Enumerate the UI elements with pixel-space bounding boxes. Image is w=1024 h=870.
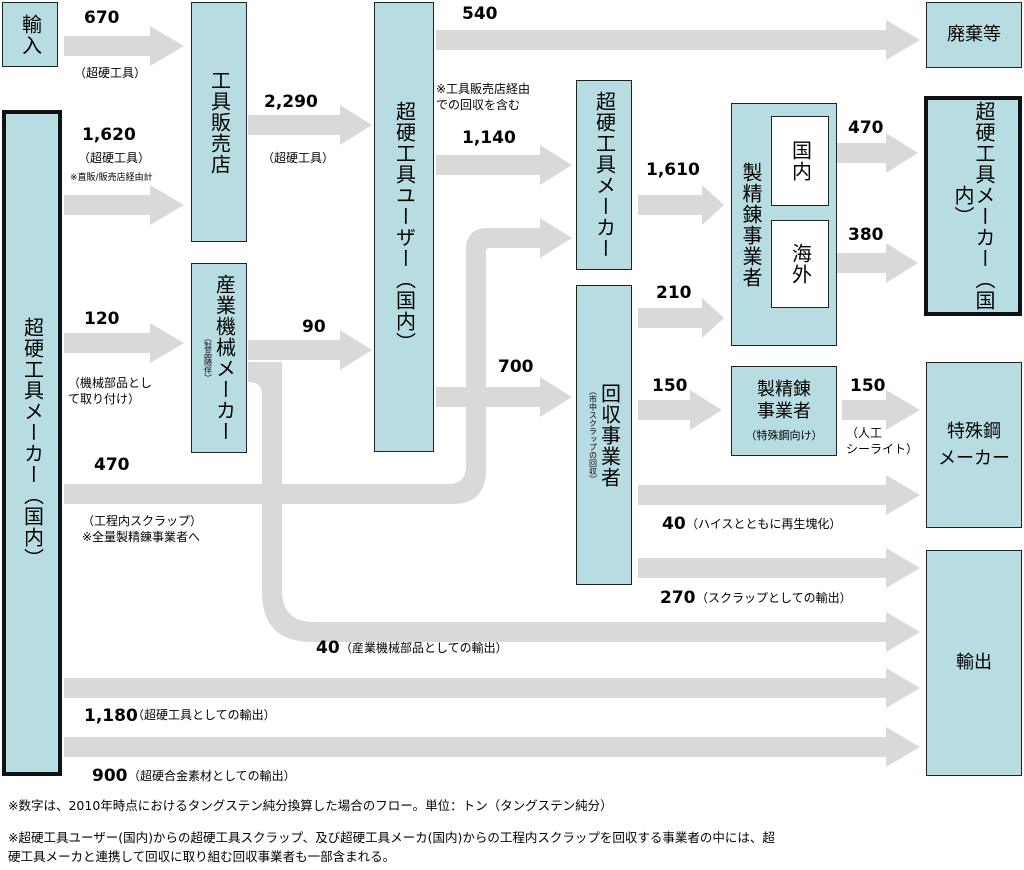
node-tool-retailer-label: 工具販売店 (207, 69, 232, 175)
flow-value-user-toolmaker: 1,140 (462, 128, 516, 148)
flow-value-retailer-user: 2,290 (264, 92, 318, 112)
node-refiner-special-sub: （特殊鋼向け） (745, 428, 823, 442)
flow-note-special-steel: （人工 シーライト） (846, 426, 919, 456)
node-refiner-overseas-label: 海外 (788, 243, 813, 285)
node-manufacturer-domestic: 超硬工具メーカー（国内） (2, 110, 62, 776)
arrow-machinery-to-user (248, 330, 372, 370)
flow-value-refiner-domestic: 470 (848, 118, 884, 138)
flow-value-tool-export: 1,180 (84, 706, 138, 726)
node-disposal: 廃棄等 (926, 2, 1022, 68)
arrow-retailer-to-user (248, 105, 372, 145)
node-special-steel-label: 特殊鋼 メーカー (938, 421, 1010, 469)
flow-value-refiner-overseas: 380 (848, 225, 884, 245)
footnote-recovery-2: 硬工具メーカと連携して回収に取り組む回収事業者も一部含まれる。 (8, 849, 396, 864)
arrow-toolmaker-to-refiner (638, 185, 724, 225)
node-tool-maker-recycle-label: 超硬工具メーカー (592, 91, 617, 259)
arrow-user-to-recovery (436, 377, 572, 417)
arrow-refiner-domestic-out (830, 133, 918, 173)
node-refiner-overseas: 海外 (771, 220, 829, 308)
node-industrial-machinery-maker: 産業機械メーカー （製品随伴） (191, 263, 247, 453)
arrow-refiner-overseas-out (830, 243, 918, 283)
arrow-maker-to-machinery (64, 323, 184, 363)
node-export: 輸出 (926, 550, 1022, 776)
node-maker-final: 超硬工具メーカー（国内） (924, 96, 1022, 316)
node-import-label: 輸入 (18, 13, 43, 56)
flow-note-import: （超硬工具） (74, 66, 147, 80)
flow-value-recovery-refiner: 210 (656, 283, 692, 303)
node-refiner-label: 製精錬事業者 (739, 161, 763, 288)
flow-value-recovery-special: 150 (652, 376, 688, 396)
arrow-tool-export (64, 668, 920, 708)
flow-value-recovery-export: 270 (660, 588, 696, 608)
node-disposal-label: 廃棄等 (947, 24, 1001, 46)
node-special-steel: 特殊鋼 メーカー (926, 362, 1022, 528)
node-recovery-business: 回収事業者 （市中スクラップの回収） (576, 285, 632, 585)
arrow-recovery-export (638, 548, 920, 588)
node-recovery-sub: （市中スクラップの回収） (588, 387, 598, 483)
node-export-label: 輸出 (956, 652, 992, 674)
flow-value-special-steel: 150 (850, 376, 886, 396)
flow-note-tool-export: （超硬工具としての輸出） (132, 708, 276, 722)
arrow-user-to-disposal (436, 20, 920, 60)
node-import: 輸入 (2, 2, 58, 67)
node-industrial-machinery-label: 産業機械メーカー (212, 274, 237, 442)
flow-note-maker-retailer: （超硬工具） (78, 151, 151, 165)
arrow-import-to-retailer (64, 26, 184, 66)
footnote-units: ※数字は、2010年時点におけるタングステン純分換算した場合のフロー。単位：トン… (8, 798, 613, 813)
flow-value-recovery-steel: 40 (662, 514, 686, 534)
flow-note-user-toolmaker: ※工具販売店経由 での回収を含む (436, 82, 531, 112)
flow-note-machinery-export: （産業機械部品としての輸出） (340, 641, 508, 655)
node-recovery-label: 回収事業者 (597, 382, 622, 488)
flow-value-alloy-export: 900 (92, 766, 128, 786)
arrow-special-refiner-to-steel (842, 390, 920, 430)
flow-value-user-recovery: 700 (498, 357, 534, 377)
node-tool-user-label: 超硬工具ユーザー（国内） (392, 101, 417, 353)
flow-value-import: 670 (84, 8, 120, 28)
node-refiner-special-label: 製精錬 事業者 (757, 379, 811, 422)
flow-note-recovery-steel: （ハイスとともに再生塊化） (686, 517, 842, 531)
flow-note-alloy-export: （超硬合金素材としての輸出） (128, 769, 296, 783)
arrow-user-to-toolmaker (436, 145, 572, 185)
node-tool-retailer: 工具販売店 (191, 2, 247, 242)
flow-value-inprocess-scrap: 470 (94, 455, 130, 475)
arrow-recovery-to-refiner (638, 298, 724, 338)
flow-note-recovery-export: （スクラップとしての輸出） (696, 591, 852, 605)
node-refiner-domestic-label: 国内 (788, 140, 813, 182)
node-industrial-machinery-sub: （製品随伴） (203, 334, 213, 382)
flow-value-maker-machinery: 120 (84, 309, 120, 329)
arrow-inprocess-scrap (64, 218, 572, 504)
node-manufacturer-domestic-label: 超硬工具メーカー（国内） (20, 317, 45, 569)
flow-note-inprocess-scrap: （工程内スクラップ） ※全量製精錬事業者へ (82, 514, 203, 544)
flow-note-maker-machinery: （機械部品とし て取り付け） (68, 376, 153, 406)
arrow-maker-to-retailer (64, 185, 184, 225)
node-tool-maker-recycle: 超硬工具メーカー (576, 80, 632, 270)
flow-value-maker-retailer: 1,620 (82, 125, 136, 145)
flow-value-machinery-export: 40 (316, 638, 340, 658)
node-refiner-special: 製精錬 事業者 （特殊鋼向け） (731, 366, 837, 456)
arrow-alloy-export (64, 727, 920, 767)
footnote-recovery-1: ※超硬工具ユーザー(国内)からの超硬工具スクラップ、及び超硬工具メーカ(国内)か… (8, 830, 775, 845)
flow-note-retailer-user: （超硬工具） (262, 151, 335, 165)
node-maker-final-label: 超硬工具メーカー（国内） (951, 101, 996, 311)
arrow-recovery-to-steel (638, 475, 920, 515)
node-refiner-domestic: 国内 (771, 116, 829, 206)
flow-value-toolmaker-refiner: 1,610 (646, 160, 700, 180)
flow-value-user-disposal: 540 (462, 4, 498, 24)
arrow-machinery-export (248, 362, 920, 652)
arrow-recovery-to-special-refiner (638, 390, 722, 430)
flow-subnote-maker-retailer: ※直販/販売店経由計 (70, 173, 153, 183)
flow-value-machinery-user: 90 (302, 317, 326, 337)
node-tool-user: 超硬工具ユーザー（国内） (374, 2, 434, 452)
